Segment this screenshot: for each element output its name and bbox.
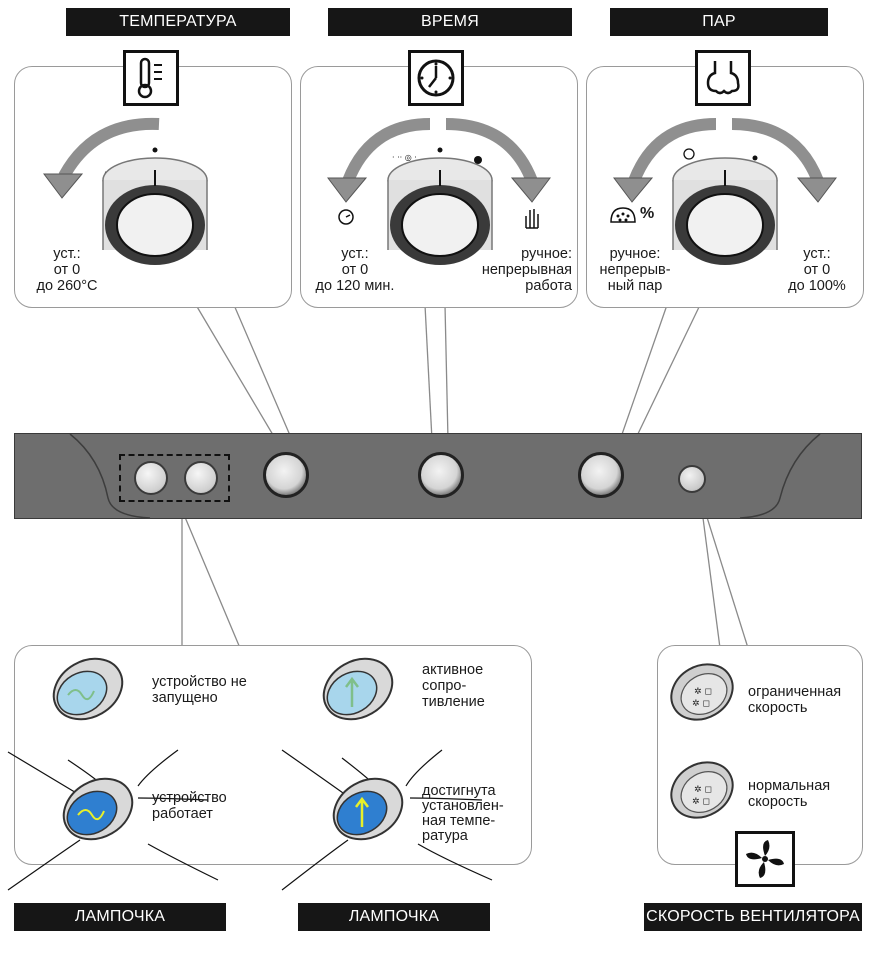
- standby-on-line-2: работает: [152, 806, 213, 822]
- svg-text:✲ ◻: ✲ ◻: [694, 785, 712, 795]
- standby-lamp-group: [119, 454, 230, 502]
- steam-arrows: [613, 118, 837, 203]
- time-manual-text: ручное: непрерывная работа: [462, 246, 572, 294]
- standby-lamp: [134, 461, 168, 495]
- fan-normal-label: нормальная скорость: [748, 778, 830, 810]
- clock-icon: [408, 50, 464, 106]
- time-manual-line-2: непрерывная: [481, 262, 572, 278]
- steam-panel-knob[interactable]: [578, 452, 624, 498]
- steam-manual-line-2: непрерыв-: [599, 262, 671, 278]
- fan-normal-line-2: скорость: [748, 794, 808, 810]
- steam-range-line-2: от 0: [803, 262, 831, 278]
- steam-range-line-1: уст.:: [803, 246, 831, 262]
- thermometer-icon-glyph: [137, 57, 162, 99]
- thermostat-active-line-3: тивление: [422, 694, 485, 710]
- time-range-line-2: от 0: [341, 262, 369, 278]
- steam-range-text: уст.: от 0 до 100%: [776, 246, 858, 294]
- standby-on-line-1: устройство: [152, 790, 227, 806]
- fan-speed-header: СКОРОСТЬ ВЕНТИЛЯТОРА: [644, 903, 862, 931]
- steam-range-line-3: до 100%: [788, 278, 846, 294]
- svg-text:✲ ◻: ✲ ◻: [692, 797, 710, 807]
- thermostat-reached-line-2: установлен-: [422, 798, 504, 814]
- standby-off-line-2: запущено: [152, 690, 218, 706]
- fan-limited-label: ограниченная скорость: [748, 684, 841, 716]
- temperature-range-text: уст.: от 0 до 260°C: [22, 246, 112, 294]
- steam-drops-icon: [610, 207, 636, 223]
- thermostat-lamp-reached-icon: [332, 777, 404, 841]
- time-range-line-3: до 120 мин.: [315, 278, 395, 294]
- time-header: ВРЕМЯ: [328, 8, 572, 36]
- svg-text:✲ ◻: ✲ ◻: [692, 699, 710, 709]
- clock-icon-glyph: [417, 59, 455, 97]
- fan-icon: [735, 831, 795, 887]
- time-manual-line-1: ручное:: [521, 246, 572, 262]
- steam-percent: %: [640, 205, 655, 222]
- panel-contour: [69, 433, 821, 519]
- steam-icon: [695, 50, 751, 106]
- temperature-range-line-1: уст.:: [53, 246, 81, 262]
- standby-on-label: устройство работает: [152, 790, 227, 822]
- steam-manual-text: ручное: непрерыв- ный пар: [590, 246, 680, 294]
- fan-speed-button[interactable]: [678, 465, 706, 493]
- standby-off-label: устройство не запущено: [152, 674, 247, 706]
- thermostat-active-line-2: сопро-: [422, 678, 467, 694]
- temperature-arrow: [43, 117, 160, 199]
- steam-manual-line-1: ручное:: [609, 246, 661, 262]
- thermostat-reached-label: достигнута установлен- ная темпе- ратура: [422, 784, 504, 844]
- steam-manual-line-3: ный пар: [607, 278, 663, 294]
- thermostat-lamp-header: ЛАМПОЧКА ТЕРМОСТАТА: [298, 903, 490, 953]
- thermostat-reached-line-4: ратура: [422, 828, 468, 844]
- hand-manual-icon: [525, 209, 539, 229]
- thermostat-reached-line-3: ная темпе-: [422, 813, 496, 829]
- svg-text:· ·· ◎ ·: · ·· ◎ ·: [392, 153, 417, 162]
- standby-off-line-1: устройство не: [152, 674, 247, 690]
- fan-limited-line-1: ограниченная: [748, 684, 842, 700]
- fan-normal-line-1: нормальная: [748, 778, 831, 794]
- time-range-line-1: уст.:: [341, 246, 369, 262]
- steam-icon-glyph: [706, 61, 740, 95]
- standby-lamp-off-icon: [52, 657, 124, 721]
- time-knob[interactable]: · ·· ◎ ·: [380, 140, 500, 270]
- time-panel-knob[interactable]: [418, 452, 464, 498]
- thermostat-active-line-1: активное: [422, 662, 484, 678]
- thermostat-reached-line-1: достигнута: [422, 783, 496, 799]
- temperature-header: ТЕМПЕРАТУРА: [66, 8, 290, 36]
- temperature-range-line-3: до 260°C: [36, 278, 98, 294]
- svg-text:✲ ◻: ✲ ◻: [694, 687, 712, 697]
- thermostat-lamp: [184, 461, 218, 495]
- standby-lamp-on-icon: [62, 777, 134, 841]
- steam-knob[interactable]: [665, 140, 785, 270]
- standby-lamp-header: ЛАМПОЧКА РЕЖ.ОЖИДАНИЯ: [14, 903, 226, 953]
- fan-icon-glyph: [746, 840, 784, 878]
- thermometer-icon: [123, 50, 179, 106]
- time-manual-line-3: работа: [525, 278, 572, 294]
- fan-normal-button-icon: ✲ ◻ ✲ ◻: [670, 761, 734, 819]
- steam-header: ПАР: [610, 8, 828, 36]
- temperature-panel-knob[interactable]: [263, 452, 309, 498]
- temperature-knob[interactable]: //°: [95, 140, 215, 270]
- fan-limited-line-2: скорость: [748, 700, 808, 716]
- timer-small-icon: [338, 209, 354, 225]
- thermostat-active-label: активное сопро- тивление: [422, 662, 485, 710]
- thermostat-lamp-active-icon: [322, 657, 394, 721]
- fan-limited-button-icon: ✲ ◻ ✲ ◻: [670, 663, 734, 721]
- time-range-text: уст.: от 0 до 120 мин.: [308, 246, 402, 294]
- time-arrows: [327, 118, 551, 203]
- temperature-range-line-2: от 0: [53, 262, 81, 278]
